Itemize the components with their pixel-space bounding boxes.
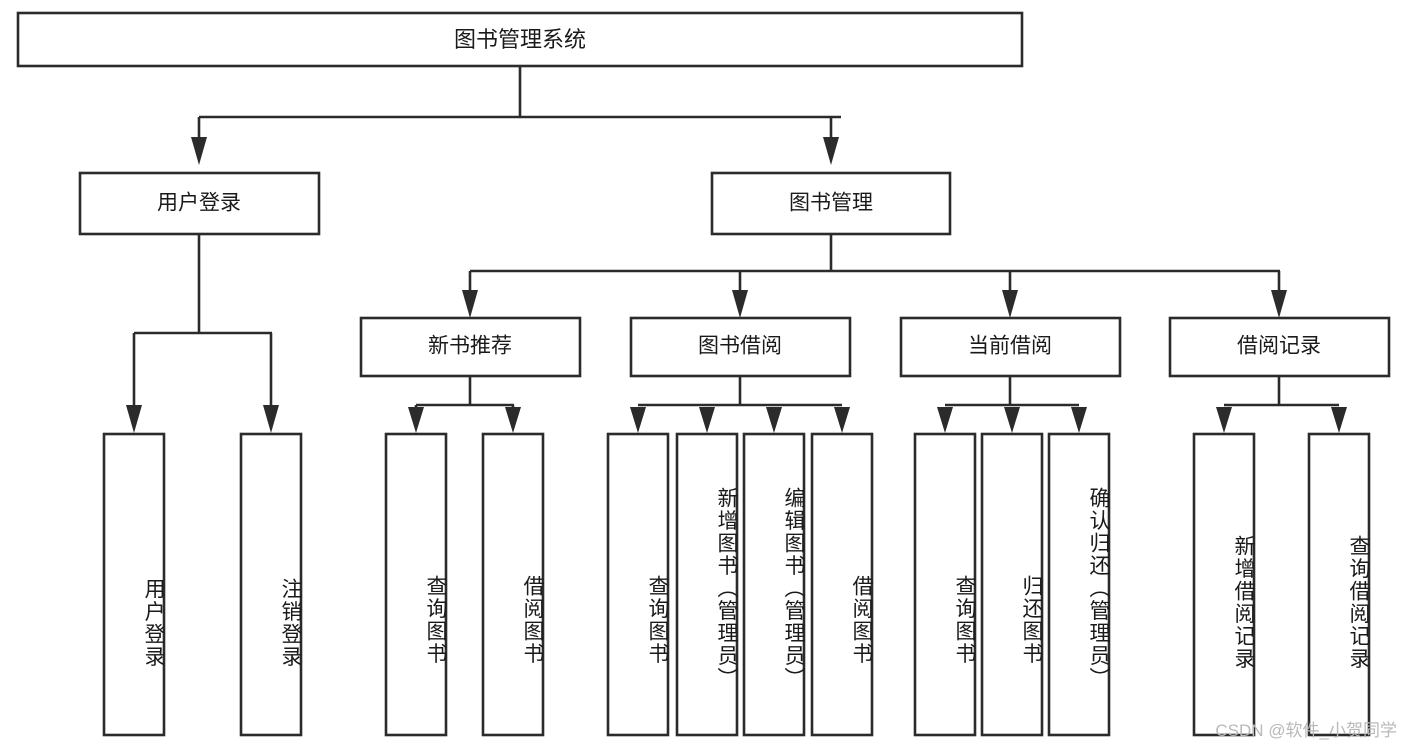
arrow-head-leaf-bb-1 (699, 407, 715, 433)
leaf-box-nbr-1[interactable] (481, 432, 545, 737)
node-book-management-box[interactable] (710, 171, 952, 236)
connectors-current-borrow (937, 376, 1087, 433)
arrow-head-leaf-user-login-0 (126, 405, 142, 433)
leaf-box-bb-2[interactable] (742, 432, 806, 737)
leaf-box-br-1[interactable] (1307, 432, 1371, 737)
arrow-head-current-borrow (1002, 290, 1018, 318)
leaf-box-nbr-0[interactable] (384, 432, 448, 737)
arrow-head-leaf-nbr-1 (505, 407, 521, 433)
leaf-box-user-login-0[interactable] (102, 432, 166, 737)
connectors-new-book-recommend (408, 376, 521, 433)
node-book-borrow-label: 图书借阅 (698, 335, 782, 358)
arrow-head-leaf-nbr-0 (408, 407, 424, 433)
leaf-box-br-0[interactable] (1192, 432, 1256, 737)
arrow-head-leaf-bb-0 (630, 407, 646, 433)
node-current-borrow[interactable]: 当前借阅 (899, 316, 1122, 378)
arrow-head-leaf-bb-2 (766, 407, 782, 433)
node-root[interactable]: 图书管理系统 (16, 11, 1024, 68)
leaf-box-cb-2[interactable] (1047, 432, 1111, 737)
node-root-box[interactable] (16, 11, 1024, 68)
arrow-head-book-borrow (732, 290, 748, 318)
connectors-book-borrow (630, 376, 850, 433)
node-book-borrow-box[interactable] (629, 316, 852, 378)
arrow-head-new-book-recommend (462, 290, 478, 318)
leaf-box-cb-0[interactable] (913, 432, 977, 737)
arrow-head-leaf-cb-2 (1071, 407, 1087, 433)
node-user-login-label: 用户登录 (157, 192, 241, 215)
node-user-login-box[interactable] (78, 171, 321, 236)
arrow-head-borrow-record (1271, 290, 1287, 318)
leaf-box-bb-1[interactable] (675, 432, 739, 737)
node-new-book-recommend-box[interactable] (359, 316, 582, 378)
connectors-book-management (462, 234, 1287, 318)
connectors-borrow-record (1216, 376, 1347, 433)
node-new-book-recommend[interactable]: 新书推荐 (359, 316, 582, 378)
node-book-borrow[interactable]: 图书借阅 (629, 316, 852, 378)
node-borrow-record[interactable]: 借阅记录 (1168, 316, 1391, 378)
node-new-book-recommend-label: 新书推荐 (428, 335, 512, 358)
arrow-head-leaf-cb-1 (1004, 407, 1020, 433)
arrow-head-leaf-user-login-1 (263, 405, 279, 433)
node-borrow-record-box[interactable] (1168, 316, 1391, 378)
connectors-user-login (126, 234, 279, 433)
connectors-root (191, 66, 841, 165)
arrow-head-book-mgmt (823, 137, 839, 165)
node-user-login[interactable]: 用户登录 (78, 171, 321, 236)
node-current-borrow-box[interactable] (899, 316, 1122, 378)
arrow-head-leaf-bb-3 (834, 407, 850, 433)
watermark-text: CSDN @软件_小贺同学 (1215, 721, 1397, 740)
node-book-management-label: 图书管理 (789, 192, 873, 215)
arrow-head-leaf-br-0 (1216, 407, 1232, 433)
leaf-box-bb-0[interactable] (606, 432, 670, 737)
node-root-label: 图书管理系统 (454, 27, 586, 52)
arrow-head-leaf-br-1 (1331, 407, 1347, 433)
node-borrow-record-label: 借阅记录 (1237, 335, 1321, 358)
node-book-management[interactable]: 图书管理 (710, 171, 952, 236)
node-current-borrow-label: 当前借阅 (968, 335, 1052, 358)
arrow-head-leaf-cb-0 (937, 407, 953, 433)
leaf-box-cb-1[interactable] (980, 432, 1044, 737)
leaf-box-bb-3[interactable] (810, 432, 874, 737)
leaf-box-user-login-1[interactable] (239, 432, 303, 737)
arrow-head-user-login (191, 137, 207, 165)
